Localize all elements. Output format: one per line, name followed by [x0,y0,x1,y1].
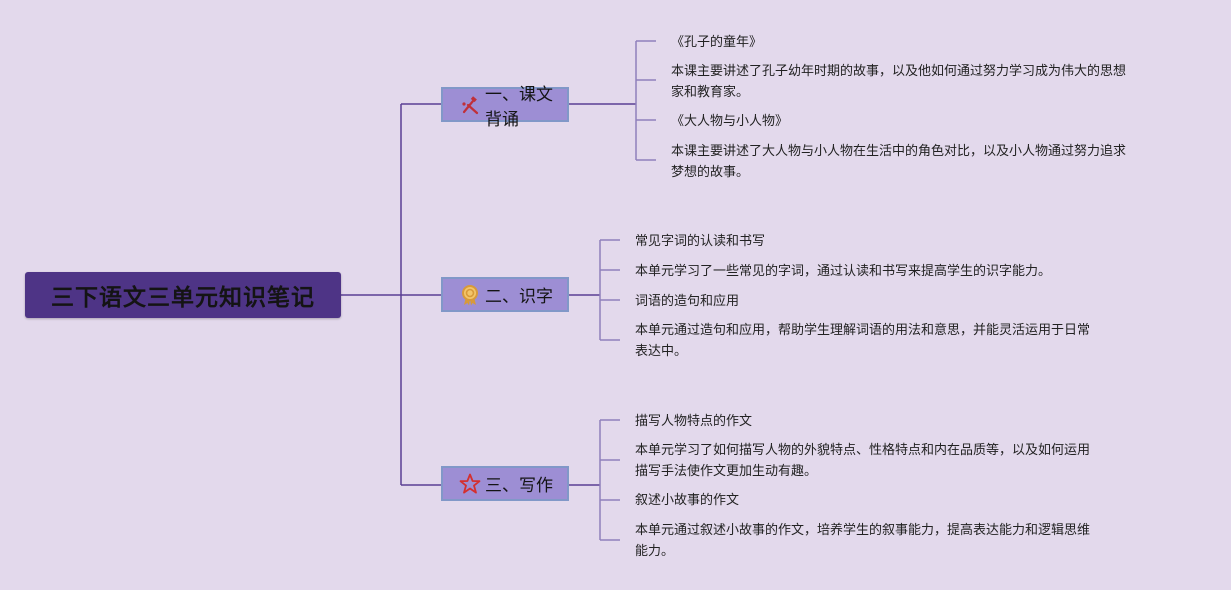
branch-label: 二、识字 [485,287,553,307]
leaf-text-line: 本课主要讲述了大人物与小人物在生活中的角色对比，以及小人物通过努力追求 [671,144,1127,159]
leaf-topic[interactable]: 叙述小故事的作文 [635,490,739,511]
root-topic[interactable]: 三下语文三单元知识笔记 [25,272,341,318]
leaf-text-line: 《大人物与小人物》 [671,114,789,129]
leaf-text-line: 描写手法使作文更加生动有趣。 [635,464,818,479]
leaf-topic[interactable]: 《大人物与小人物》 [671,111,788,132]
leaf-text-line: 词语的造句和应用 [635,294,740,309]
award-badge-icon [459,284,481,306]
branch-literacy[interactable]: 二、识字 [441,277,569,312]
leaf-topic[interactable]: 描写人物特点的作文 [635,411,752,432]
leaf-text-line: 本单元学习了如何描写人物的外貌特点、性格特点和内在品质等，以及如何运用 [635,443,1091,458]
leaf-text-line: 描写人物特点的作文 [635,414,753,429]
leaf-text-line: 本课主要讲述了孔子幼年时期的故事，以及他如何通过努力学习成为伟大的思想 [671,64,1127,79]
branch-writing[interactable]: 三、写作 [441,466,569,501]
leaf-text-line: 家和教育家。 [671,85,750,100]
leaf-text-line: 《孔子的童年》 [671,35,763,50]
star-icon [459,473,481,495]
leaf-text-line: 叙述小故事的作文 [635,493,740,508]
leaf-text-line: 表达中。 [635,344,688,359]
leaf-detail[interactable]: 本单元学习了一些常见的字词，通过认读和书写来提高学生的识字能力。 [635,261,1051,282]
leaf-detail[interactable]: 本课主要讲述了大人物与小人物在生活中的角色对比，以及小人物通过努力追求 梦想的故… [671,141,1126,183]
leaf-detail[interactable]: 本单元学习了如何描写人物的外貌特点、性格特点和内在品质等，以及如何运用 描写手法… [635,440,1090,482]
branch-recitation[interactable]: 一、课文背诵 [441,85,569,130]
leaf-detail[interactable]: 本单元通过叙述小故事的作文，培养学生的叙事能力，提高表达能力和逻辑思维 能力。 [635,520,1090,562]
leaf-text-line: 本单元通过叙述小故事的作文，培养学生的叙事能力，提高表达能力和逻辑思维 [635,523,1091,538]
root-topic-title: 三下语文三单元知识笔记 [51,285,315,311]
leaf-text-line: 本单元学习了一些常见的字词，通过认读和书写来提高学生的识字能力。 [635,264,1052,279]
leaf-text-line: 本单元通过造句和应用，帮助学生理解词语的用法和意思，并能灵活运用于日常 [635,323,1091,338]
leaf-text-line: 梦想的故事。 [671,165,750,180]
leaf-topic[interactable]: 常见字词的认读和书写 [635,231,765,252]
leaf-text-line: 常见字词的认读和书写 [635,234,766,249]
branch-label: 三、写作 [485,476,553,496]
leaf-topic[interactable]: 《孔子的童年》 [671,32,762,53]
leaf-detail[interactable]: 本单元通过造句和应用，帮助学生理解词语的用法和意思，并能灵活运用于日常 表达中。 [635,320,1090,362]
leaf-detail[interactable]: 本课主要讲述了孔子幼年时期的故事，以及他如何通过努力学习成为伟大的思想 家和教育… [671,61,1126,103]
leaf-text-line: 能力。 [635,544,675,559]
tools-icon [459,94,481,116]
leaf-topic[interactable]: 词语的造句和应用 [635,291,739,312]
branch-label: 一、课文背诵 [485,84,553,130]
